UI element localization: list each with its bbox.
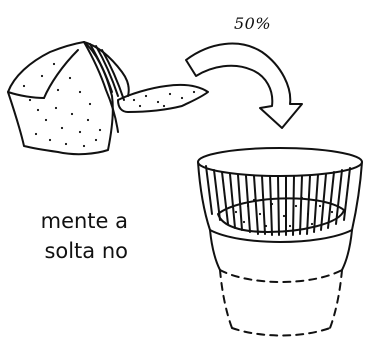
caption-line-1: mente a <box>40 209 128 233</box>
sand-heap-icon <box>7 41 209 156</box>
cup-icon <box>197 147 363 337</box>
percent-label: 50% <box>234 14 272 33</box>
caption-text: mente a solta no <box>0 206 128 266</box>
caption-line-2: solta no <box>44 239 128 263</box>
curved-arrow-icon <box>185 42 303 129</box>
